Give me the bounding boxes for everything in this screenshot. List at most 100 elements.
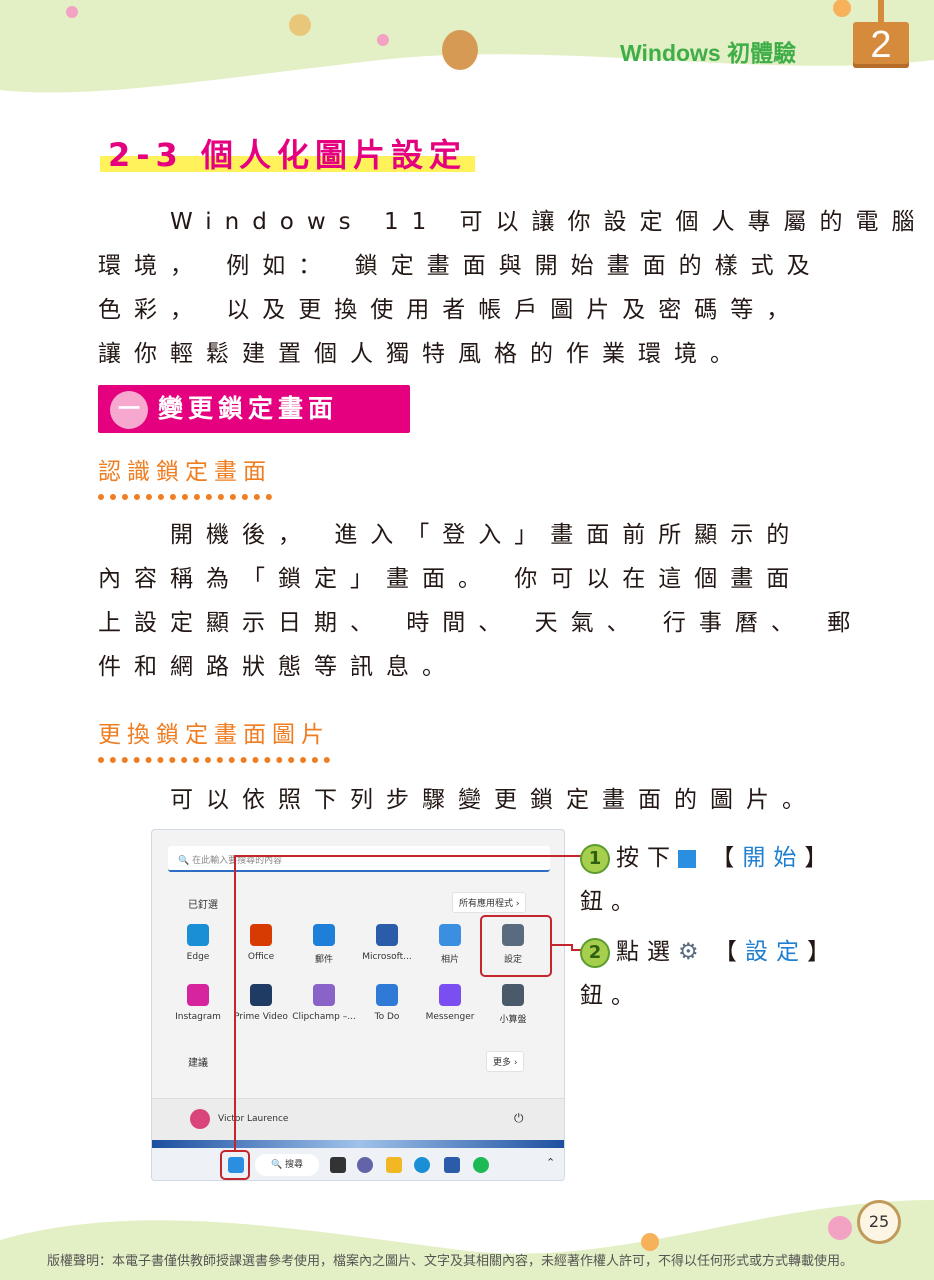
avatar[interactable] [190,1109,210,1129]
start-menu-screenshot: 🔍 在此輸入要搜尋的內容 已釘選 所有應用程式 › Edge Office 郵件 Mi… [151,829,565,1181]
banner-label: 變更鎖定畫面 [158,394,339,423]
app-label: 郵件 [314,955,333,965]
app-icon [250,984,272,1006]
app-tile[interactable]: 郵件 [292,924,356,965]
power-icon[interactable]: ⏻ [514,1111,524,1125]
app-tile[interactable]: Microsoft... [355,924,419,962]
app-tile[interactable]: Office [229,924,293,962]
subheading-change-picture: 更換鎖定畫面圖片 [98,715,330,763]
app-icon [187,924,209,946]
app-icon [313,924,335,946]
section-banner: 一變更鎖定畫面 [98,385,410,433]
app-label: 小算盤 [499,1015,527,1025]
step-text: 點選 [616,939,678,965]
app-tile[interactable]: Messenger [418,984,482,1022]
text-line: Windows 11 可以讓你設定個人專屬的電腦 [98,209,928,235]
step-tail: 鈕。 [580,983,642,1009]
windows-start-icon[interactable] [228,1157,244,1173]
search-placeholder: 在此輸入要搜尋的內容 [192,856,283,866]
page-number: 25 [857,1200,901,1244]
app-icon [502,984,524,1006]
text-line: 上設定顯示日期、 時間、 天氣、 行事曆、 郵 [98,610,864,636]
app-icon [313,984,335,1006]
user-bar: Victor Laurence ⏻ [152,1098,564,1140]
gear-icon: ⚙ [678,939,699,965]
windows-start-icon [678,849,696,868]
start-search-input[interactable]: 🔍 在此輸入要搜尋的內容 [168,846,550,872]
butterfly-icon [828,1216,852,1240]
app-label: Microsoft... [362,952,412,962]
snail-icon [289,14,311,36]
text-line: 可以依照下列步驟變更鎖定畫面的圖片。 [98,787,818,813]
app-tile[interactable]: Edge [166,924,230,962]
wallpaper-strip [152,1140,564,1148]
intro-paragraph: Windows 11 可以讓你設定個人專屬的電腦 環境， 例如： 鎖定畫面與開始… [98,200,928,376]
copyright-notice: 版權聲明：本電子書僅供教師授課選書參考使用，檔案內之圖片、文字及其相關內容，未經… [47,1254,854,1269]
chat-icon[interactable] [357,1157,373,1173]
step-number: 1 [580,843,610,874]
app-label: To Do [374,1012,400,1022]
sign-post [878,0,884,22]
squirrel-icon [442,30,478,70]
app-label: Edge [186,952,210,962]
chapter-header-title: Windows 初體驗 [620,40,797,66]
app-label: Instagram [175,1012,221,1022]
chapter-number-badge: 2 [853,22,909,68]
text-line: 內容稱為「鎖定」畫面。 你可以在這個畫面 [98,566,803,592]
text-line: 讓你輕鬆建置個人獨特風格的作業環境。 [98,341,746,367]
app-tile[interactable]: 相片 [418,924,482,965]
spotify-icon[interactable] [473,1157,489,1173]
step-tail: 鈕。 [580,889,642,915]
step-target: 設定 [744,939,807,965]
user-name[interactable]: Victor Laurence [218,1114,289,1124]
chevron-up-icon[interactable]: ⌃ [546,1156,556,1169]
app-label: Office [247,952,275,962]
app-tile[interactable]: To Do [355,984,419,1022]
flower-icon [66,6,78,18]
text-line: 開機後， 進入「登入」畫面前所顯示的 [98,522,803,548]
taskbar-search-label: 搜尋 [285,1160,304,1170]
flower-icon [641,1233,659,1251]
app-icon [439,924,461,946]
text-line: 件和網路狀態等訊息。 [98,654,458,680]
app-tile[interactable]: Prime Video [229,984,293,1022]
step-target: 開始 [742,845,805,871]
step-number: 2 [580,937,610,968]
app-icon [187,984,209,1006]
all-apps-button[interactable]: 所有應用程式 › [452,892,527,913]
edge-icon[interactable] [414,1157,430,1173]
app-tile[interactable]: Clipchamp –... [292,984,356,1022]
recommended-label: 建議 [188,1058,208,1069]
step-text: 按下 [616,845,678,871]
app-label: Clipchamp –... [292,1012,356,1022]
app-icon [376,984,398,1006]
flower-icon [377,34,389,46]
taskbar: 🔍 搜尋 ⌃ [152,1148,564,1180]
more-button[interactable]: 更多 › [486,1051,525,1072]
app-icon [250,924,272,946]
flower-icon [833,0,851,17]
steps-intro: 可以依照下列步驟變更鎖定畫面的圖片。 [98,778,888,822]
subheading-lock-screen: 認識鎖定畫面 [98,452,272,500]
file-explorer-icon[interactable] [386,1157,402,1173]
pinned-label: 已釘選 [188,900,218,911]
task-view-icon[interactable] [330,1157,346,1173]
section-title: 2-3 個人化圖片設定 [100,130,475,174]
banner-number: 一 [110,391,148,429]
text-line: 環境， 例如： 鎖定畫面與開始畫面的樣式及 [98,253,823,279]
app-label: Messenger [425,1012,475,1022]
app-tile[interactable]: Instagram [166,984,230,1022]
taskbar-search[interactable]: 🔍 搜尋 [255,1154,319,1176]
app-tile[interactable]: 小算盤 [481,984,545,1025]
app-icon [376,924,398,946]
app-icon [439,984,461,1006]
app-label: Prime Video [234,1012,288,1022]
settings-highlight [480,915,552,977]
lock-screen-paragraph: 開機後， 進入「登入」畫面前所顯示的 內容稱為「鎖定」畫面。 你可以在這個畫面 … [98,513,888,689]
text-line: 色彩， 以及更換使用者帳戶圖片及密碼等， [98,297,803,323]
start-highlight [220,1150,250,1180]
store-icon[interactable] [444,1157,460,1173]
